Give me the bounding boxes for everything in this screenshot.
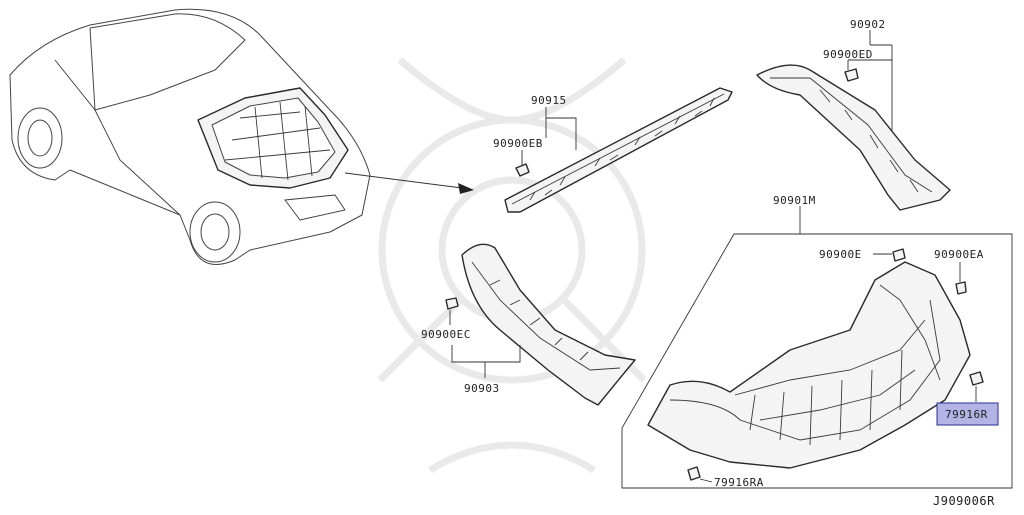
clip-79916r[interactable]: [969, 371, 984, 386]
part-label[interactable]: 90900E: [819, 248, 862, 261]
part-label[interactable]: 90900ED: [823, 48, 873, 61]
finisher-90901m[interactable]: [647, 261, 971, 469]
part-label[interactable]: 90902: [850, 18, 886, 31]
clip-79916ra[interactable]: [687, 466, 701, 481]
detail-box-90901m: [621, 206, 1013, 489]
part-label[interactable]: 90900EA: [934, 248, 984, 261]
part-label[interactable]: 90901M: [773, 194, 816, 207]
part-label[interactable]: 90900EC: [421, 328, 471, 341]
trim-90915[interactable]: [504, 87, 733, 213]
clip-90900ed[interactable]: [844, 68, 859, 82]
pointer-arrow: [344, 172, 474, 194]
highlight-box-79916r: [936, 402, 999, 426]
clip-90900e[interactable]: [892, 248, 906, 262]
part-label[interactable]: 90903: [464, 382, 500, 395]
clip-90900ec[interactable]: [445, 297, 459, 310]
part-label[interactable]: 79916R: [945, 408, 988, 421]
trim-90903[interactable]: [461, 243, 636, 406]
diagram-code: J909006R: [933, 494, 995, 508]
clip-90900eb[interactable]: [515, 163, 530, 177]
trim-90902[interactable]: [756, 64, 951, 211]
part-labels: 90915 90900EB 90902 90900ED 90901M 90900…: [421, 18, 995, 508]
watermark-emblem: [377, 57, 647, 473]
clip-90900ea[interactable]: [955, 281, 967, 295]
part-label[interactable]: 79916RA: [714, 476, 764, 489]
part-label[interactable]: 90900EB: [493, 137, 543, 150]
car-illustration: [9, 8, 371, 265]
part-label[interactable]: 90915: [531, 94, 567, 107]
leader-lines: [449, 30, 977, 483]
